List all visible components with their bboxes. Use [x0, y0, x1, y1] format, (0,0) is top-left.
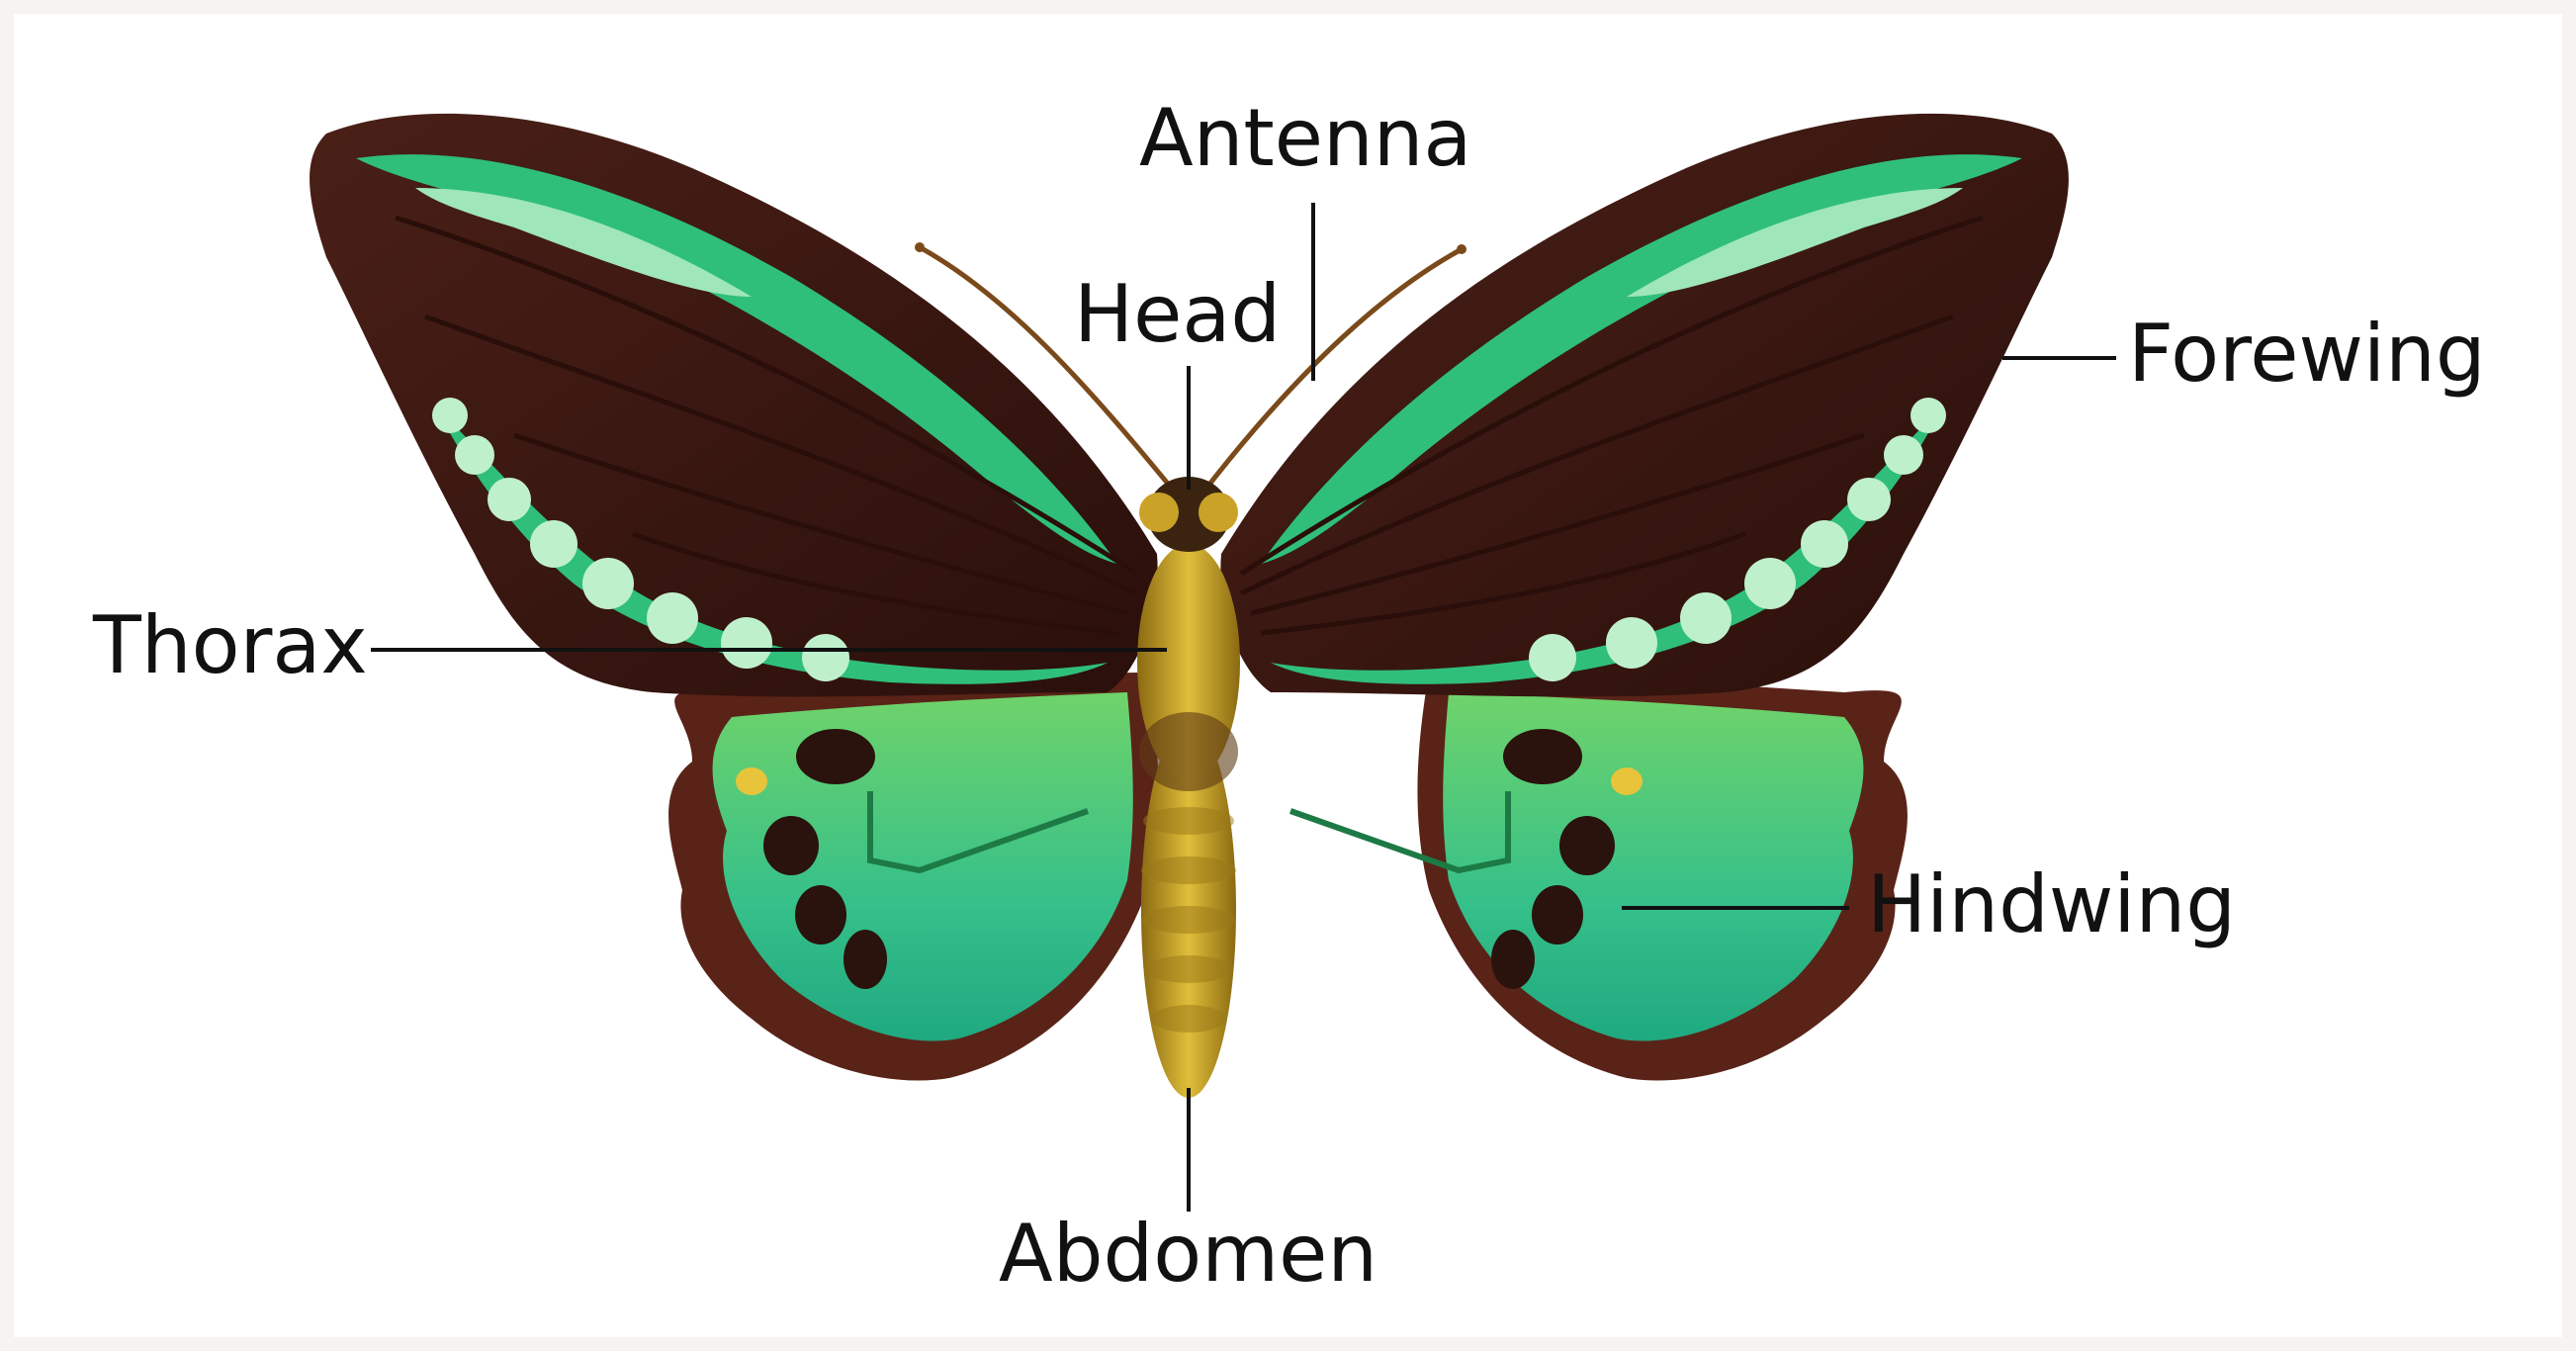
hindwing-label: Hindwing — [1867, 865, 2236, 945]
left-hindwing-spot — [795, 885, 846, 945]
forewing-label: Forewing — [2128, 315, 2486, 394]
abdomen-label: Abdomen — [999, 1215, 1377, 1294]
thorax-label: Thorax — [93, 606, 368, 685]
antenna-label: Antenna — [1139, 99, 1471, 178]
left-hindwing-spot — [736, 767, 767, 795]
right-hindwing-spot — [1611, 767, 1643, 795]
left-eye — [1139, 493, 1179, 532]
right-hindwing-spot — [1532, 885, 1583, 945]
left-hindwing-spot — [796, 729, 875, 784]
left-hindwing-spot — [844, 930, 887, 989]
head-label: Head — [1074, 275, 1281, 354]
right-hindwing-spot — [1503, 729, 1582, 784]
left-hindwing-spot — [763, 816, 819, 875]
right-hindwing-spot — [1491, 930, 1535, 989]
right-eye — [1199, 493, 1238, 532]
right-hindwing-spot — [1559, 816, 1615, 875]
